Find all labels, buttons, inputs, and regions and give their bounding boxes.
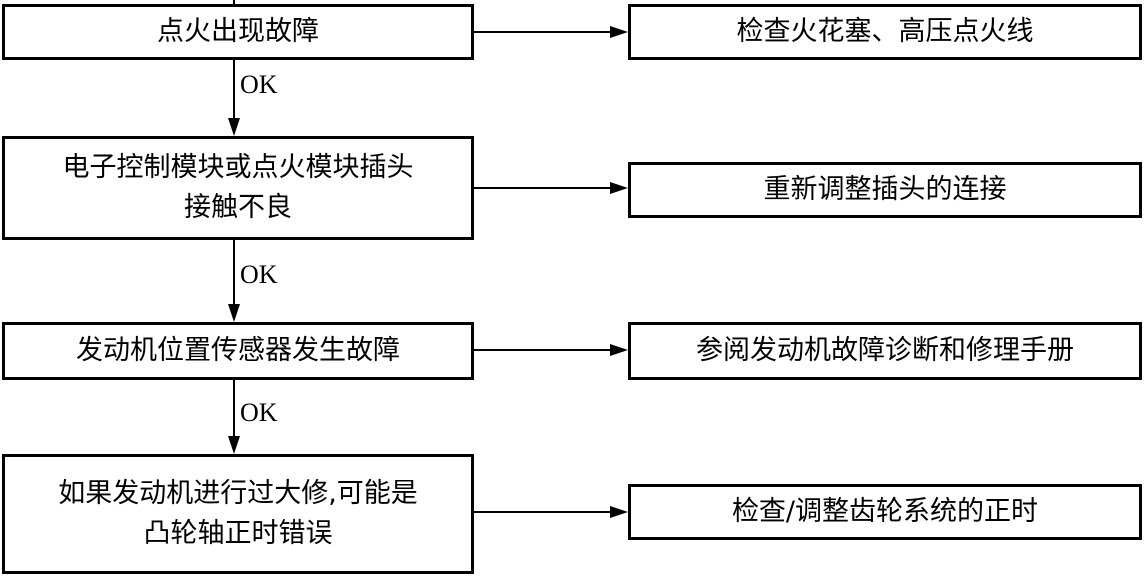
action-box-adjust-timing: 检查/调整齿轮系统的正时	[628, 484, 1142, 540]
fault-box-camshaft-timing: 如果发动机进行过大修,可能是 凸轮轴正时错误	[2, 454, 474, 574]
ok-label-3: OK	[240, 398, 278, 427]
action-label-check-spark-plugs: 检查火花塞、高压点火线	[736, 16, 1034, 47]
right-arrowhead-1	[610, 26, 628, 38]
fault-box-connector-contact: 电子控制模块或点火模块插头 接触不良	[2, 136, 474, 240]
action-box-check-spark-plugs: 检查火花塞、高压点火线	[628, 4, 1142, 60]
action-label-adjust-timing: 检查/调整齿轮系统的正时	[731, 496, 1039, 527]
right-arrowhead-3	[610, 344, 628, 356]
fault-label-position-sensor: 发动机位置传感器发生故障	[76, 335, 400, 366]
ok-label-1: OK	[240, 70, 278, 99]
down-arrowhead-3	[228, 436, 240, 454]
fault-box-ignition: 点火出现故障	[2, 4, 474, 60]
fault-label-ignition: 点火出现故障	[157, 16, 319, 47]
ok-label-2: OK	[240, 260, 278, 289]
down-arrowhead-1	[228, 118, 240, 136]
down-arrowhead-2	[228, 304, 240, 322]
fault-box-position-sensor: 发动机位置传感器发生故障	[2, 322, 474, 380]
action-box-see-manual: 参阅发动机故障诊断和修理手册	[628, 322, 1142, 380]
action-box-reconnect-plug: 重新调整插头的连接	[628, 162, 1142, 218]
right-arrowhead-4	[610, 506, 628, 518]
action-label-reconnect-plug: 重新调整插头的连接	[763, 174, 1007, 205]
right-arrowhead-2	[610, 182, 628, 194]
action-label-see-manual: 参阅发动机故障诊断和修理手册	[696, 335, 1074, 366]
fault-label-connector-contact: 电子控制模块或点火模块插头 接触不良	[62, 152, 414, 223]
fault-label-camshaft-timing: 如果发动机进行过大修,可能是 凸轮轴正时错误	[58, 478, 418, 549]
